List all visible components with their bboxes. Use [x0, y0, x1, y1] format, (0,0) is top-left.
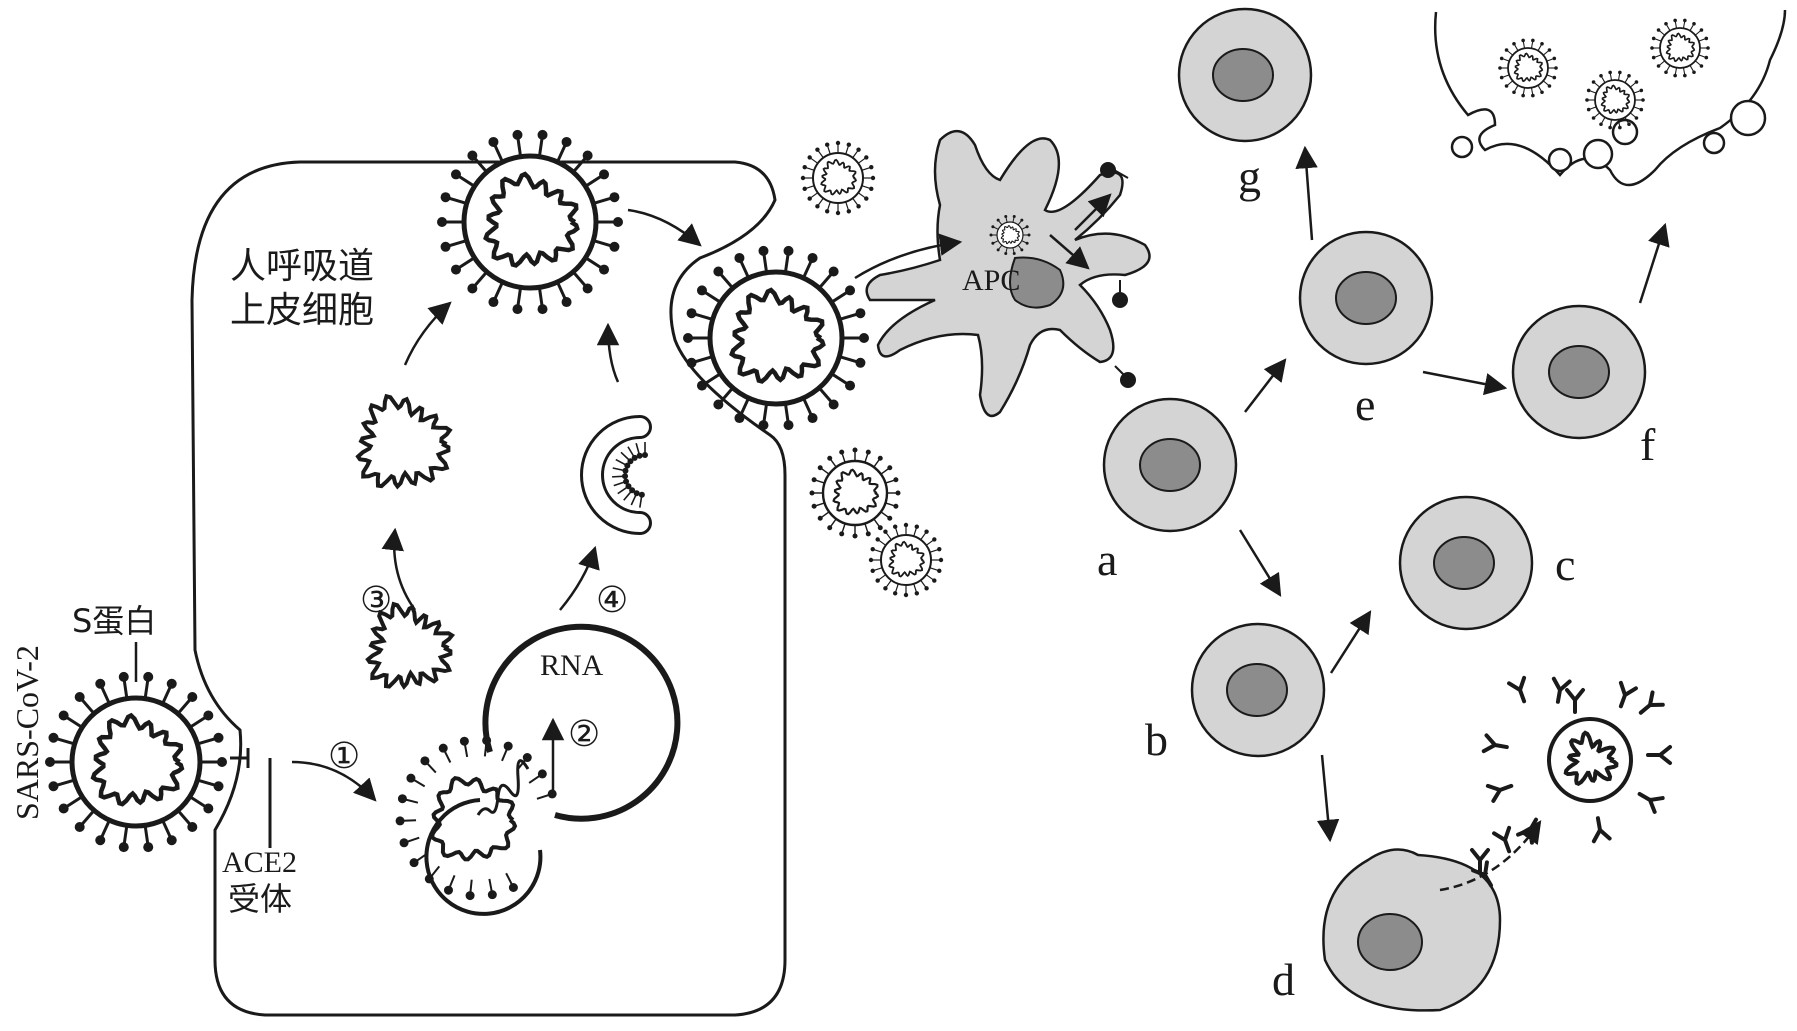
s-protein-label: S蛋白 [72, 602, 156, 640]
cell-label-g: g [1238, 151, 1261, 202]
cell-label-f: f [1640, 419, 1656, 470]
cell-f [1511, 304, 1647, 440]
released-virion-2 [809, 447, 901, 539]
endosome [482, 623, 681, 822]
apc-internal-virion [989, 214, 1031, 256]
sars-cov-2-label: SARS-CoV-2 [9, 645, 45, 820]
rna-replicated [365, 601, 456, 690]
cell-label-a: a [1097, 534, 1117, 585]
presented-antigens [1100, 162, 1136, 388]
cell-b [1190, 622, 1326, 758]
neutralised-virus [1547, 717, 1633, 803]
epithelial-cell-label-line1: 人呼吸道 [230, 246, 374, 287]
cell-c [1398, 495, 1534, 631]
epithelial-cell-membrane [190, 160, 787, 1017]
new-envelope-shell-inner [583, 418, 649, 532]
process-arrows [291, 145, 1670, 892]
assembled-virion [437, 129, 623, 315]
apc-nucleus [1009, 256, 1065, 309]
step-4-label: ④ [596, 580, 628, 621]
cell-e [1298, 230, 1434, 366]
sars-cov-2-virion [45, 671, 227, 853]
released-virion-3 [868, 522, 944, 598]
cell-label-e: e [1355, 379, 1375, 430]
cell-g [1177, 7, 1313, 143]
rna-for-assembly [355, 393, 453, 490]
target-cell-virion-2 [1650, 18, 1710, 78]
step-2-label: ② [568, 714, 600, 755]
target-cell-virion-3 [1585, 70, 1645, 130]
cell-label-c: c [1555, 539, 1575, 590]
endosome-spikes [395, 735, 557, 901]
cell-d-plasma [1322, 848, 1502, 1012]
cell-label-b: b [1145, 714, 1168, 765]
cell-label-d: d [1272, 954, 1295, 1005]
cell-a [1102, 397, 1238, 533]
apc-cell [865, 130, 1151, 418]
ace2-receptor [230, 748, 272, 848]
membrane-blebs [1450, 99, 1767, 173]
endosome-inner-membrane [424, 798, 543, 916]
target-cell-virion-1 [1498, 38, 1558, 98]
receptor-label: 受体 [228, 880, 292, 918]
ace2-label: ACE2 [222, 846, 297, 879]
released-rna [476, 759, 530, 816]
rna-label: RNA [540, 649, 604, 682]
released-virion-1 [800, 140, 876, 216]
virus-particles-layer [45, 18, 1710, 901]
envelope-spikes [612, 442, 648, 508]
endosome-rna [430, 775, 518, 862]
epithelial-cell-label-line2: 上皮细胞 [230, 290, 374, 331]
budding-virion [683, 245, 869, 431]
apc-label: APC [962, 264, 1020, 297]
